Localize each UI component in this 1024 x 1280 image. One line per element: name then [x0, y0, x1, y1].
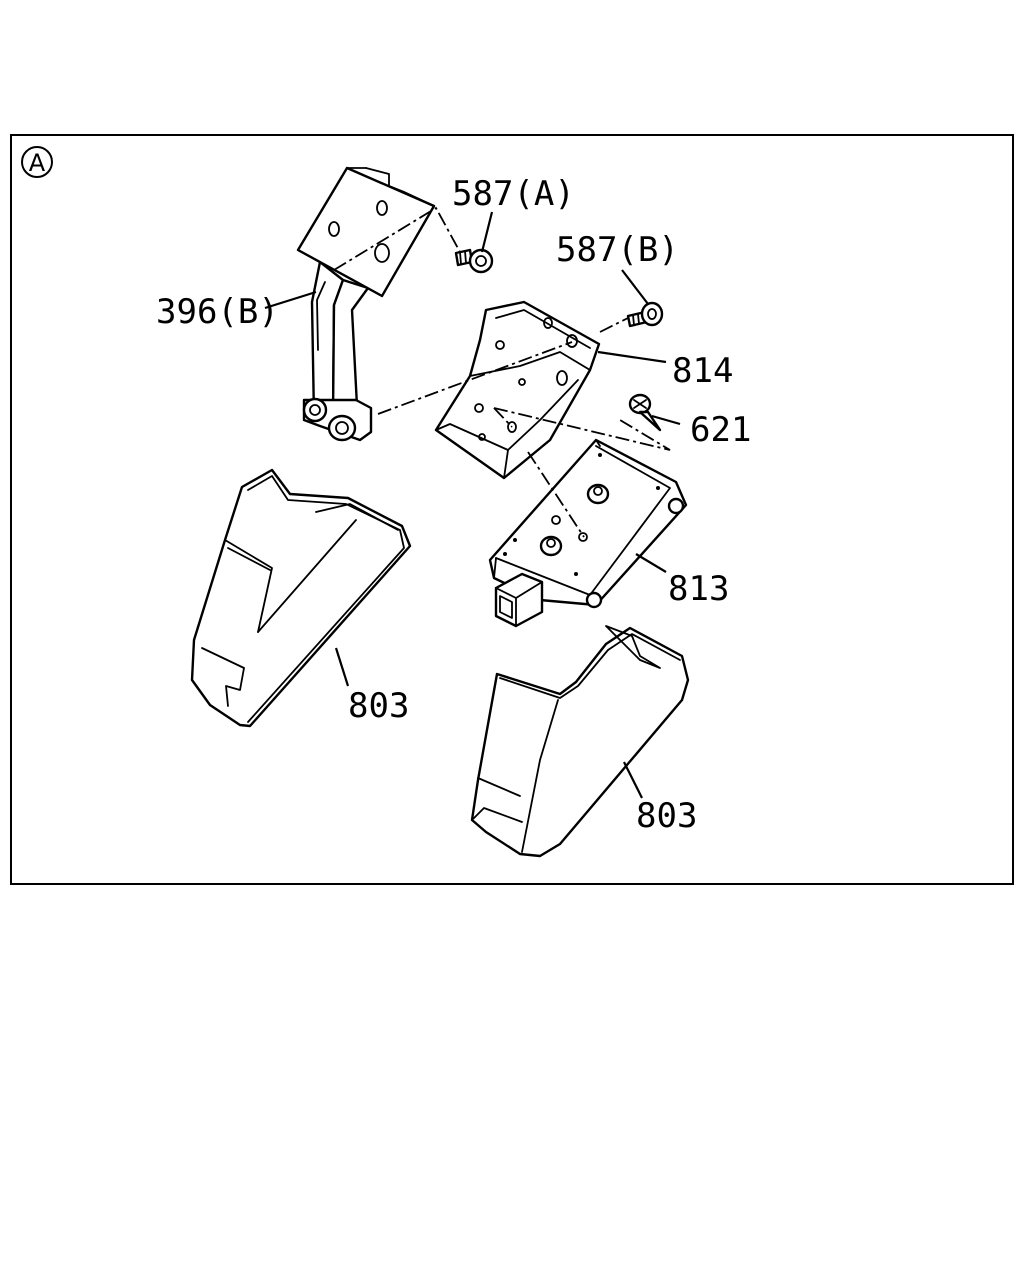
callout-587b: 587(B) [556, 230, 679, 270]
bracket-396b [296, 166, 436, 442]
bolt-587a [454, 248, 494, 274]
callout-621: 621 [690, 410, 751, 450]
bolt-587b [626, 301, 664, 328]
callout-396b: 396(B) [156, 292, 279, 332]
cover-803-right [470, 625, 690, 858]
callout-803-right: 803 [636, 796, 697, 836]
callout-587a: 587(A) [452, 174, 575, 214]
view-marker: A [21, 146, 53, 178]
callout-813: 813 [668, 569, 729, 609]
leader-lines [264, 211, 681, 799]
callout-814: 814 [672, 351, 733, 391]
unit-813 [488, 438, 688, 628]
screw-621 [628, 393, 662, 432]
diagram-frame [10, 134, 1014, 885]
cover-803-left [190, 468, 412, 728]
callout-803-left: 803 [348, 686, 409, 726]
view-marker-letter: A [29, 149, 46, 177]
assembly-center-lines [333, 206, 671, 538]
bracket-814 [434, 300, 601, 480]
